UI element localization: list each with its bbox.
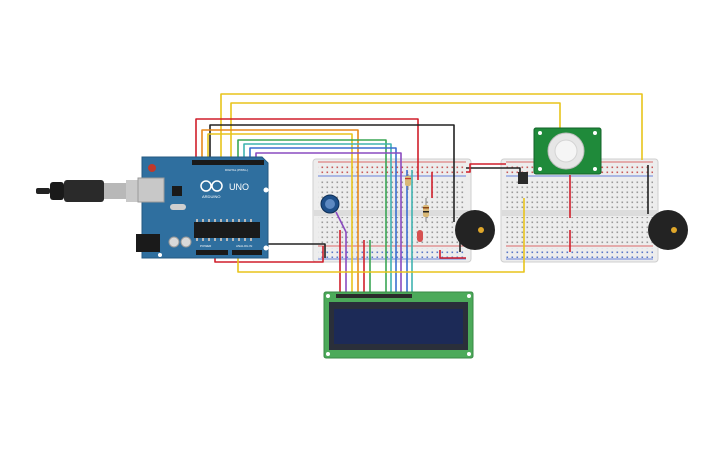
- wire-red-top: [195, 118, 419, 180]
- potentiometer: [320, 194, 340, 214]
- wire-blue-1: [249, 147, 397, 296]
- power-header-label: POWER: [200, 244, 212, 248]
- wire-yellow-bottom: [237, 198, 525, 273]
- wire-pot-purple: [335, 211, 347, 233]
- reset-button: [148, 164, 156, 172]
- lcd-pin-header: [336, 294, 412, 298]
- crystal: [170, 204, 186, 210]
- wire-yellow-long-2: [230, 102, 561, 162]
- buzzer-right: [648, 210, 688, 250]
- power-header: [196, 250, 228, 255]
- digital-header-label: DIGITAL (PWM~): [225, 168, 248, 172]
- resistor-2: [405, 174, 411, 190]
- wire-bridge-red: [466, 163, 506, 173]
- pir-sensor: [533, 127, 602, 175]
- capacitor-1: [168, 236, 180, 248]
- wire-green-1: [237, 139, 387, 296]
- usb-port: [137, 177, 165, 203]
- arduino-brand: ARDUINO: [202, 194, 220, 199]
- wire-yellow-2: [207, 133, 353, 296]
- arduino-model: UNO: [229, 182, 249, 192]
- arduino-logo-icon: [200, 180, 223, 192]
- capacitor-2: [180, 236, 192, 248]
- wire-black-bottom: [256, 243, 326, 258]
- led: [417, 230, 423, 242]
- wire-orange-1: [201, 129, 359, 296]
- wire-teal-1: [243, 143, 392, 296]
- usb-cable: [36, 180, 146, 202]
- analog-header-label: ANALOG IN: [236, 244, 252, 248]
- small-switch: [518, 172, 528, 184]
- small-chip: [172, 186, 182, 196]
- power-jack: [136, 234, 160, 252]
- breadboard-right: [500, 158, 659, 263]
- wire-black-top: [209, 124, 455, 222]
- analog-header: [232, 250, 262, 255]
- digital-header: [192, 160, 264, 165]
- lcd-16x2: [323, 291, 474, 359]
- arduino-uno: UNO ARDUINO DIGITAL (PWM~) POWER ANALOG …: [136, 156, 269, 259]
- resistor: [423, 198, 429, 222]
- wire-red-bottom: [214, 246, 324, 263]
- wire-left-red-2: [439, 250, 466, 259]
- buzzer-left: [455, 210, 495, 250]
- atmega-chip: [194, 222, 260, 238]
- lcd-screen: [334, 309, 463, 344]
- wire-yellow-long-1: [220, 93, 643, 162]
